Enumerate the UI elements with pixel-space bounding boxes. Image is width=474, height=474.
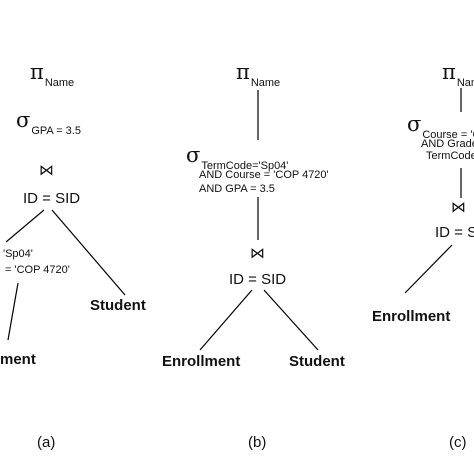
tree-a-join-symbol: ⋈ bbox=[39, 161, 54, 179]
caption-a: (a) bbox=[37, 434, 56, 451]
tree-b-selection: σTermCode='Sp04' bbox=[186, 143, 288, 172]
tree-a-join-condition: ID = SID bbox=[23, 190, 81, 207]
tree-b-selection-cond-line2: AND Course = 'COP 4720' bbox=[199, 169, 329, 181]
sigma-symbol: σ bbox=[16, 108, 31, 132]
selection-cond: GPA = 3.5 bbox=[31, 125, 81, 137]
edge-a-lower-left bbox=[7, 282, 19, 341]
tree-c-enrollment: Enrollment bbox=[372, 308, 451, 325]
tree-c-join-symbol: ⋈ bbox=[451, 198, 466, 216]
pi-symbol: π bbox=[442, 60, 456, 84]
projection-attr: Nam bbox=[456, 77, 474, 89]
sigma-symbol: σ bbox=[407, 112, 422, 136]
sigma-symbol: σ bbox=[186, 143, 201, 167]
tree-a-selection: σGPA = 3.5 bbox=[16, 108, 81, 137]
edge-a-join-left bbox=[5, 209, 45, 243]
projection-attr: Name bbox=[250, 77, 281, 89]
tree-c-projection: πNam bbox=[442, 60, 474, 89]
tree-b-join-condition: ID = SID bbox=[229, 271, 287, 288]
selection-cond-line1: TermCode='Sp04' bbox=[201, 160, 289, 172]
tree-b-projection: πName bbox=[236, 60, 280, 89]
tree-b-student: Student bbox=[289, 353, 345, 370]
pi-symbol: π bbox=[30, 60, 44, 84]
tree-a-lower-cond-line2: = 'COP 4720' bbox=[5, 264, 70, 276]
tree-a-lower-cond-line1: 'Sp04' bbox=[3, 248, 33, 260]
tree-a-student: Student bbox=[90, 297, 146, 314]
tree-a-enrollment-clipped: ment bbox=[0, 351, 36, 368]
tree-b-enrollment: Enrollment bbox=[162, 353, 241, 370]
edge-a-join-right bbox=[51, 209, 126, 296]
edge-b-join-right bbox=[263, 289, 319, 351]
caption-c: (c) bbox=[449, 434, 467, 451]
tree-c-join-condition: ID = S bbox=[435, 224, 474, 241]
tree-a-projection: πName bbox=[30, 60, 74, 89]
pi-symbol: π bbox=[236, 60, 250, 84]
caption-b: (b) bbox=[248, 434, 267, 451]
tree-c-selection: σCourse = 'C bbox=[407, 112, 474, 141]
selection-cond-line1: Course = 'C bbox=[422, 129, 474, 141]
tree-b-selection-cond-line3: AND GPA = 3.5 bbox=[199, 183, 275, 195]
tree-c-selection-cond-line3: TermCode bbox=[426, 150, 474, 162]
tree-b-join-symbol: ⋈ bbox=[250, 244, 265, 262]
edge-b-join-left bbox=[199, 289, 253, 351]
projection-attr: Name bbox=[44, 77, 75, 89]
tree-c-selection-cond-line2: AND Grade bbox=[421, 138, 474, 150]
edge-c-join-left bbox=[404, 244, 453, 294]
